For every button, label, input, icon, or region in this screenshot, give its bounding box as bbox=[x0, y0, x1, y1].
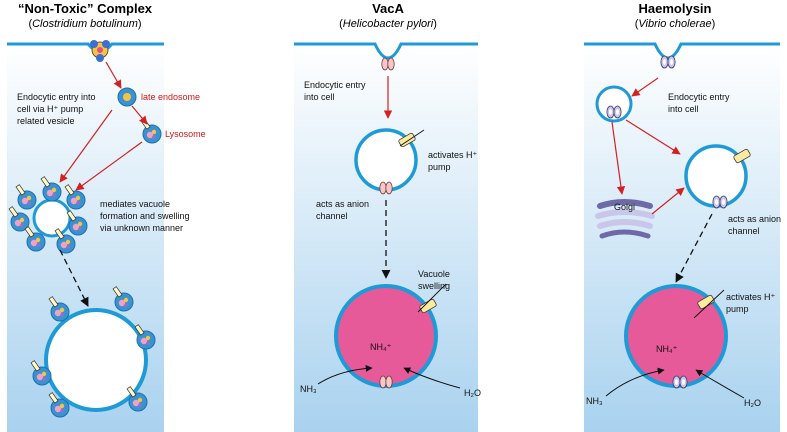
entry-label: Endocytic entry into cell via H⁺ pump re… bbox=[17, 92, 98, 126]
small-vacuole bbox=[32, 198, 72, 238]
lysosome-label: Lysosome bbox=[165, 129, 206, 139]
panel-subtitle: (Helicobacter pylori) bbox=[339, 18, 437, 30]
toxin-complex bbox=[90, 40, 110, 62]
nh4-label: NH₄⁺ bbox=[656, 344, 678, 354]
nh3-label: NH₃ bbox=[586, 396, 603, 406]
panel-subtitle: (Vibrio cholerae) bbox=[635, 18, 716, 30]
pathway-arrows bbox=[59, 61, 148, 191]
late-endosome-label: late endosome bbox=[141, 92, 200, 102]
entry-label: Endocytic entry into cell bbox=[668, 92, 732, 114]
golgi-label: Golgi bbox=[614, 202, 635, 212]
h2o-label: H₂O bbox=[464, 388, 481, 398]
panel-non-toxic-complex: “Non-Toxic” Complex (Clostridium botulin… bbox=[7, 1, 206, 432]
anion-label: acts as anion channel bbox=[728, 214, 784, 236]
h2o-arrow bbox=[695, 369, 745, 399]
dashed-arrow bbox=[59, 249, 89, 307]
panel-title: Haemolysin bbox=[639, 1, 712, 16]
cell-membrane bbox=[294, 42, 478, 60]
nh3-label: NH₃ bbox=[300, 384, 317, 394]
panel-haemolysin: Haemolysin (Vibrio cholerae) Endocytic e… bbox=[584, 1, 784, 432]
golgi bbox=[595, 199, 655, 239]
anion-label: acts as anion channel bbox=[316, 199, 372, 221]
panel-subtitle: (Clostridium botulinum) bbox=[28, 18, 141, 30]
swelling-label: Vacuole swelling bbox=[418, 269, 452, 291]
endosome-small bbox=[595, 85, 633, 123]
panel-vaca: VacA (Helicobacter pylori) Endocytic ent… bbox=[294, 1, 481, 432]
swollen-vacuole bbox=[334, 284, 438, 388]
nh3-arrow bbox=[605, 367, 665, 397]
panel-title: VacA bbox=[372, 1, 404, 16]
entry-label: Endocytic entry into cell bbox=[304, 80, 368, 102]
h2o-arrow bbox=[403, 367, 461, 389]
mediates-label: mediates vacuole formation and swelling … bbox=[100, 199, 192, 233]
large-vacuole bbox=[44, 308, 148, 412]
nh3-arrow bbox=[317, 364, 373, 385]
activates-label: activates H⁺ pump bbox=[428, 150, 480, 172]
panel-title: “Non-Toxic” Complex bbox=[18, 1, 153, 16]
activates-label: activates H⁺ pump bbox=[726, 292, 778, 314]
nh4-label: NH₄⁺ bbox=[370, 342, 392, 352]
cell-membrane bbox=[584, 42, 780, 60]
h2o-label: H₂O bbox=[744, 398, 761, 408]
dashed-arrow bbox=[675, 213, 713, 283]
